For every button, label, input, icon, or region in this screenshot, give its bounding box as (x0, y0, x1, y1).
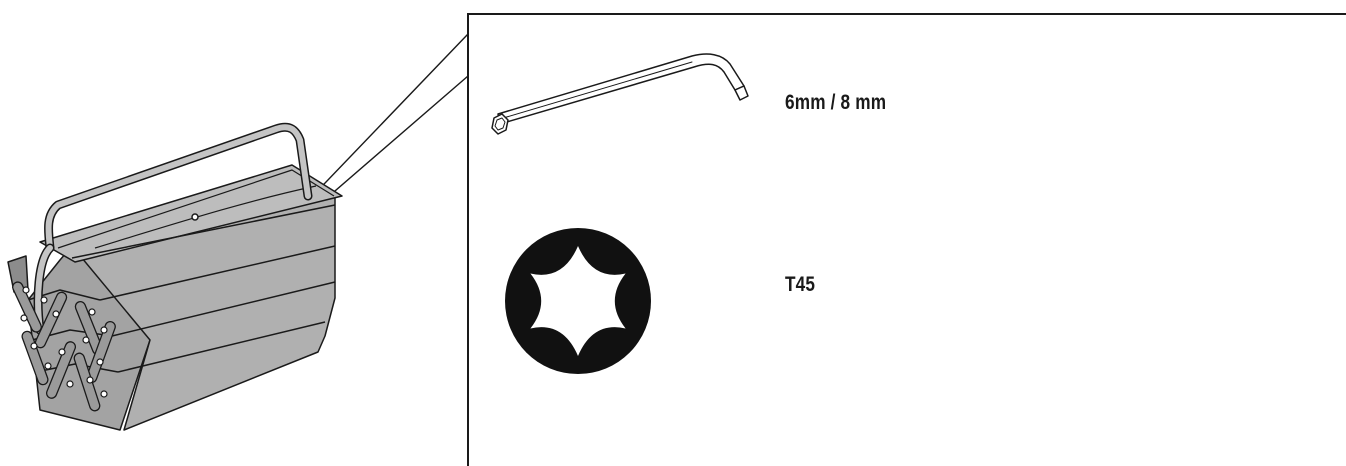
torx-size-label: T45 (785, 273, 816, 296)
hex-key-icon (491, 53, 749, 135)
toolbox-icon (7, 122, 343, 431)
hex-key-size-label: 6mm / 8 mm (785, 91, 887, 114)
callout-panel (467, 13, 1346, 466)
torx-bit-icon (505, 228, 651, 374)
